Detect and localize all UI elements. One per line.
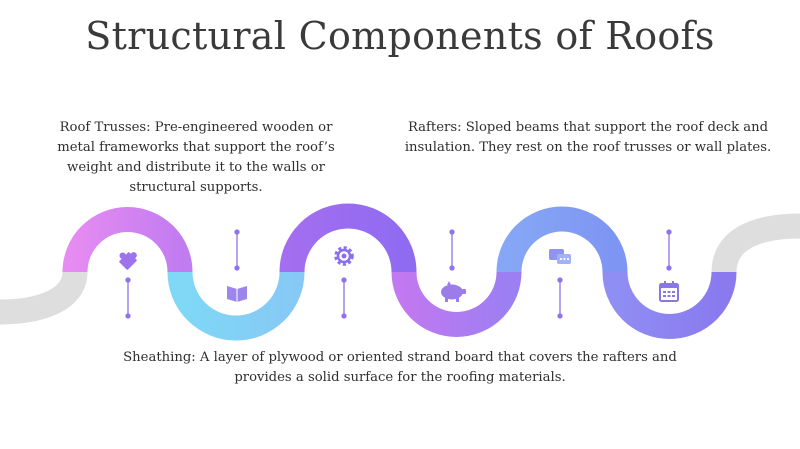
chat-icon bbox=[549, 249, 571, 264]
path-segment-4 bbox=[391, 271, 522, 337]
connector-3 bbox=[341, 277, 347, 319]
path-segment-start bbox=[0, 270, 88, 325]
connector-1 bbox=[125, 277, 131, 319]
piggy-bank-icon bbox=[441, 281, 466, 302]
connector-5 bbox=[557, 277, 563, 319]
path-segment-end bbox=[711, 213, 800, 274]
path-segment-1 bbox=[62, 207, 193, 273]
path-segment-5 bbox=[496, 206, 628, 273]
calendar-icon bbox=[659, 281, 679, 302]
book-icon bbox=[227, 286, 247, 302]
path-segment-2 bbox=[167, 271, 305, 341]
path-segment-6 bbox=[602, 271, 737, 339]
connector-4 bbox=[449, 229, 455, 271]
connector-2 bbox=[234, 229, 240, 271]
rafters-description: Rafters: Sloped beams that support the r… bbox=[404, 120, 772, 155]
path-segment-3 bbox=[279, 203, 417, 273]
roof-trusses-description: Roof Trusses: Pre-engineered wooden or m… bbox=[57, 120, 335, 195]
sheathing-description: Sheathing: A layer of plywood or oriente… bbox=[123, 350, 677, 385]
page-title: Structural Components of Roofs bbox=[85, 14, 715, 58]
puzzle-icon bbox=[119, 252, 137, 270]
connector-6 bbox=[666, 229, 672, 271]
gear-icon bbox=[334, 246, 354, 266]
